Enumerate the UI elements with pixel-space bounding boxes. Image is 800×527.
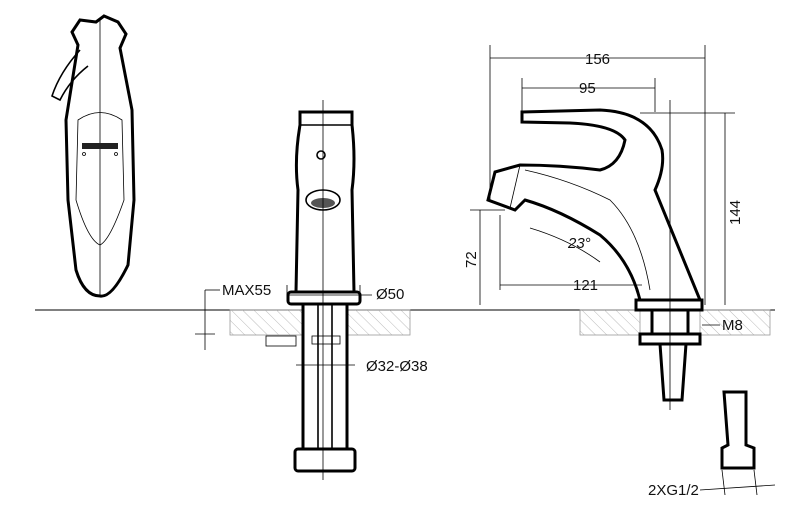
dim-overall-length: 156: [585, 51, 610, 68]
dimension-lines: [195, 45, 776, 496]
dim-spout-height: 72: [463, 251, 480, 268]
countertop: [35, 309, 775, 336]
dim-hose-connection: 2XG1/2: [648, 482, 699, 499]
brand-logo: [82, 143, 118, 149]
dim-spout-to-handle: 95: [579, 80, 596, 97]
dim-hole-diameter: Ø32-Ø38: [366, 358, 428, 375]
dim-base-diameter: Ø50: [376, 286, 404, 303]
faucet-side-view: [486, 100, 756, 470]
dim-spout-angle: 23°: [567, 235, 591, 252]
dim-overall-height: 144: [727, 200, 744, 225]
dim-stud-thread: M8: [722, 317, 743, 334]
faucet-top-view: [51, 14, 136, 298]
faucet-front-view: [265, 100, 362, 480]
dim-spout-reach: 121: [573, 277, 598, 294]
dim-max-counter-thickness: MAX55: [222, 282, 271, 299]
